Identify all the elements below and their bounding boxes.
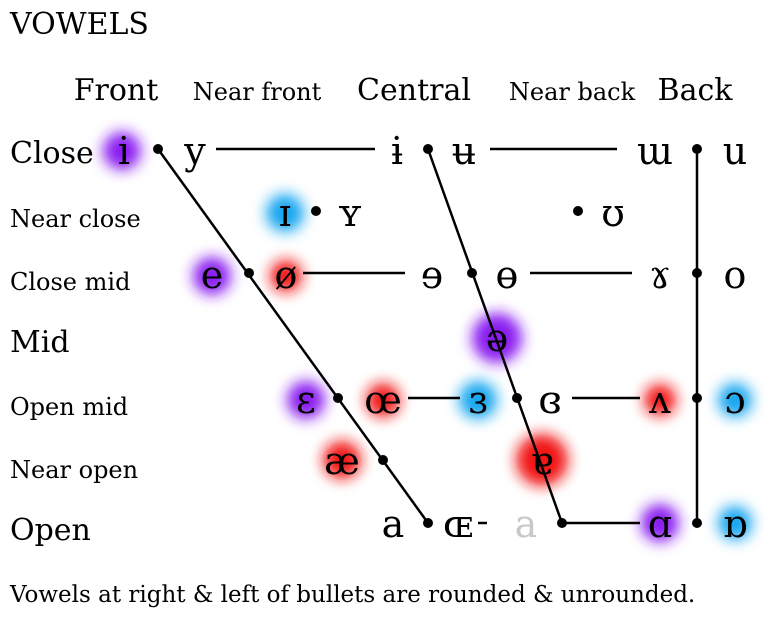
glow-rev-epsilon bbox=[459, 381, 497, 419]
bullet-open-front bbox=[423, 518, 433, 528]
glow-open-o bbox=[718, 383, 752, 417]
glow-oe bbox=[366, 383, 400, 417]
bullet-open-mid-back bbox=[692, 393, 702, 403]
column-label-front: Front bbox=[74, 73, 159, 108]
column-label-back: Back bbox=[658, 73, 734, 108]
bullet-close-front bbox=[153, 144, 163, 154]
bullet-close-mid-front bbox=[244, 268, 254, 278]
vowel-upsilon: ʊ bbox=[601, 191, 625, 235]
line-central-diagonal bbox=[426, 148, 564, 524]
vowel-script-a: ɑ bbox=[648, 502, 672, 546]
vowel-turned-a: ɐ bbox=[531, 439, 554, 483]
glow-ash bbox=[323, 441, 361, 479]
row-label-near-close: Near close bbox=[10, 205, 141, 233]
chart-title: VOWELS bbox=[9, 7, 149, 42]
vowel-i-bar: ɨ bbox=[391, 129, 403, 173]
bullet-near-open bbox=[378, 455, 388, 465]
bullet-open-back bbox=[692, 518, 702, 528]
glow-epsilon bbox=[287, 381, 325, 419]
vowel-small-cap-oe: ɶ bbox=[443, 502, 473, 546]
vowel-oe: œ bbox=[364, 378, 402, 422]
glow-e bbox=[193, 257, 231, 295]
glow-turned-script-a bbox=[718, 506, 752, 540]
vowel-closed-rev-epsilon: ɞ bbox=[538, 378, 561, 422]
glow-turned-v bbox=[644, 384, 676, 416]
bullet-close-central bbox=[423, 144, 433, 154]
bullet-open-central bbox=[557, 518, 567, 528]
column-label-central: Central bbox=[357, 73, 471, 108]
bullets bbox=[153, 144, 702, 528]
vowel-a: a bbox=[382, 502, 405, 546]
highlight-glows bbox=[103, 132, 752, 542]
row-label-open-mid: Open mid bbox=[10, 393, 128, 421]
glow-o-slash bbox=[270, 260, 302, 292]
bullet-close-mid-back bbox=[692, 268, 702, 278]
vowel-turned-script-a: ɒ bbox=[723, 502, 747, 546]
vowel-e: e bbox=[201, 253, 224, 297]
vowel-rev-epsilon: ɜ bbox=[468, 378, 487, 422]
bullet-close-back bbox=[692, 144, 702, 154]
row-label-close-mid: Close mid bbox=[10, 268, 130, 296]
bullet-near-close-back bbox=[573, 206, 583, 216]
vowel-reversed-e: ɘ bbox=[421, 253, 444, 297]
caption: Vowels at right & left of bullets are ro… bbox=[9, 582, 695, 608]
bullet-near-close-front bbox=[311, 206, 321, 216]
vowel-open-o: ɔ bbox=[724, 378, 745, 422]
vowel-o-slash: ø bbox=[275, 253, 298, 297]
vowel-u-bar: ʉ bbox=[452, 129, 476, 173]
vowel-o-bar: ɵ bbox=[496, 253, 519, 297]
vowel-small-cap-y: ʏ bbox=[338, 191, 363, 235]
vowel-o: o bbox=[724, 253, 747, 297]
vowel-rams-horn: ɤ bbox=[649, 253, 670, 297]
vowel-i: i bbox=[118, 129, 130, 173]
vowel-schwa: ə bbox=[486, 316, 509, 360]
row-label-open: Open bbox=[10, 513, 91, 548]
glow-turned-a bbox=[516, 434, 568, 486]
bullet-open-mid-front bbox=[333, 393, 343, 403]
vowel-small-cap-i: ɪ bbox=[279, 191, 291, 235]
vowel-ash: æ bbox=[324, 439, 360, 483]
vowel-y: y bbox=[183, 129, 206, 173]
vowel-turned-v: ʌ bbox=[648, 378, 671, 422]
column-label-near-front: Near front bbox=[193, 78, 322, 106]
vowel-a-gray: a bbox=[515, 502, 538, 546]
vowel-symbols: i y ɨ ʉ ɯ u ɪ ʏ ʊ e ø ɘ ɵ ɤ o ə ɛ œ ɜ ɞ … bbox=[118, 129, 747, 546]
bullet-open-mid-central bbox=[512, 393, 522, 403]
row-label-near-open: Near open bbox=[10, 456, 138, 484]
glow-script-a bbox=[641, 504, 679, 542]
glow-i bbox=[103, 132, 141, 170]
row-label-close: Close bbox=[10, 136, 94, 171]
column-label-near-back: Near back bbox=[509, 78, 636, 106]
bullet-close-mid-central bbox=[467, 268, 477, 278]
vowel-u-turned-m: ɯ bbox=[637, 129, 673, 173]
vowel-epsilon: ɛ bbox=[296, 378, 316, 422]
vowel-u: u bbox=[723, 129, 747, 173]
glow-small-cap-i bbox=[266, 194, 304, 232]
row-label-mid: Mid bbox=[10, 325, 70, 360]
